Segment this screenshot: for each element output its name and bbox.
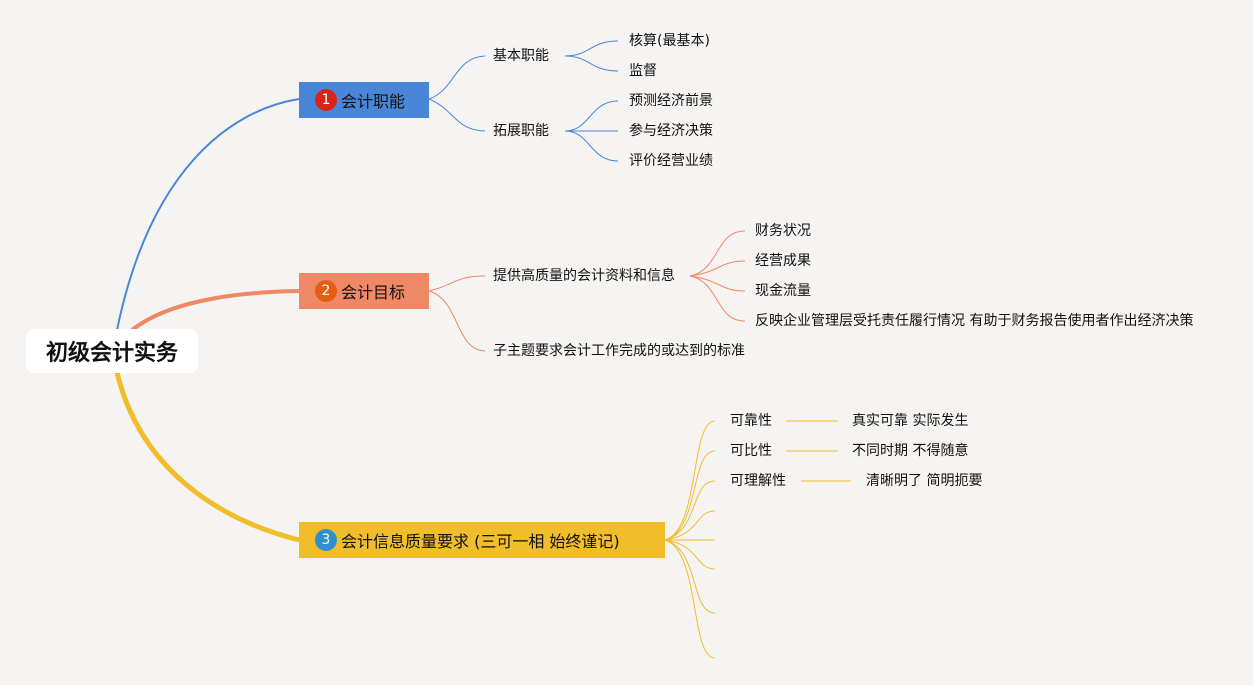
topic-accounting-functions[interactable]: 1 会计职能 xyxy=(299,82,429,118)
subtopic-standards[interactable]: 子主题要求会计工作完成的或达到的标准 xyxy=(493,343,745,359)
subtopic-understandability[interactable]: 可理解性 xyxy=(730,473,786,489)
subtopic-provide-info[interactable]: 提供高质量的会计资料和信息 xyxy=(493,268,675,284)
note-comparability[interactable]: 不同时期 不得随意 xyxy=(852,443,969,459)
number-2-icon: 2 xyxy=(315,280,337,302)
leaf-stewardship[interactable]: 反映企业管理层受托责任履行情况 有助于财务报告使用者作出经济决策 xyxy=(755,313,1194,329)
link-t1-ext xyxy=(428,98,486,132)
leaf-financial-position[interactable]: 财务状况 xyxy=(755,223,811,239)
leaf-evaluation[interactable]: 评价经营业绩 xyxy=(629,153,713,169)
link-t2-info xyxy=(428,275,486,292)
leaf-forecast[interactable]: 预测经济前景 xyxy=(629,93,713,109)
subtopic-extended-functions[interactable]: 拓展职能 xyxy=(493,123,549,139)
leaf-supervision[interactable]: 监督 xyxy=(629,63,657,79)
leaf-accounting-core[interactable]: 核算(最基本) xyxy=(629,33,710,49)
note-reliability[interactable]: 真实可靠 实际发生 xyxy=(852,413,969,429)
central-topic[interactable]: 初级会计实务 xyxy=(26,329,198,373)
subtopic-reliability[interactable]: 可靠性 xyxy=(730,413,772,429)
subtopic-comparability[interactable]: 可比性 xyxy=(730,443,772,459)
topic-accounting-objectives[interactable]: 2 会计目标 xyxy=(299,273,429,309)
topic-info-quality-requirements[interactable]: 3 会计信息质量要求 (三可一相 始终谨记) xyxy=(299,522,665,558)
leaf-cash-flow[interactable]: 现金流量 xyxy=(755,283,811,299)
leaf-decision[interactable]: 参与经济决策 xyxy=(629,123,713,139)
topic-label: 会计目标 xyxy=(341,283,406,302)
number-1-icon: 1 xyxy=(315,89,337,111)
leaf-operating-results[interactable]: 经营成果 xyxy=(755,253,811,269)
link-root-topic1 xyxy=(116,98,300,331)
note-understandability[interactable]: 清晰明了 简明扼要 xyxy=(866,473,983,489)
subtopic-basic-functions[interactable]: 基本职能 xyxy=(493,48,549,64)
link-root-topic2 xyxy=(130,289,300,332)
link-root-topic3 xyxy=(114,371,300,543)
link-t1-basic xyxy=(428,55,486,100)
number-3-icon: 3 xyxy=(315,529,337,551)
topic-label: 会计信息质量要求 (三可一相 始终谨记) xyxy=(341,532,620,551)
link-t2-standard xyxy=(428,290,486,352)
topic-label: 会计职能 xyxy=(341,92,406,111)
